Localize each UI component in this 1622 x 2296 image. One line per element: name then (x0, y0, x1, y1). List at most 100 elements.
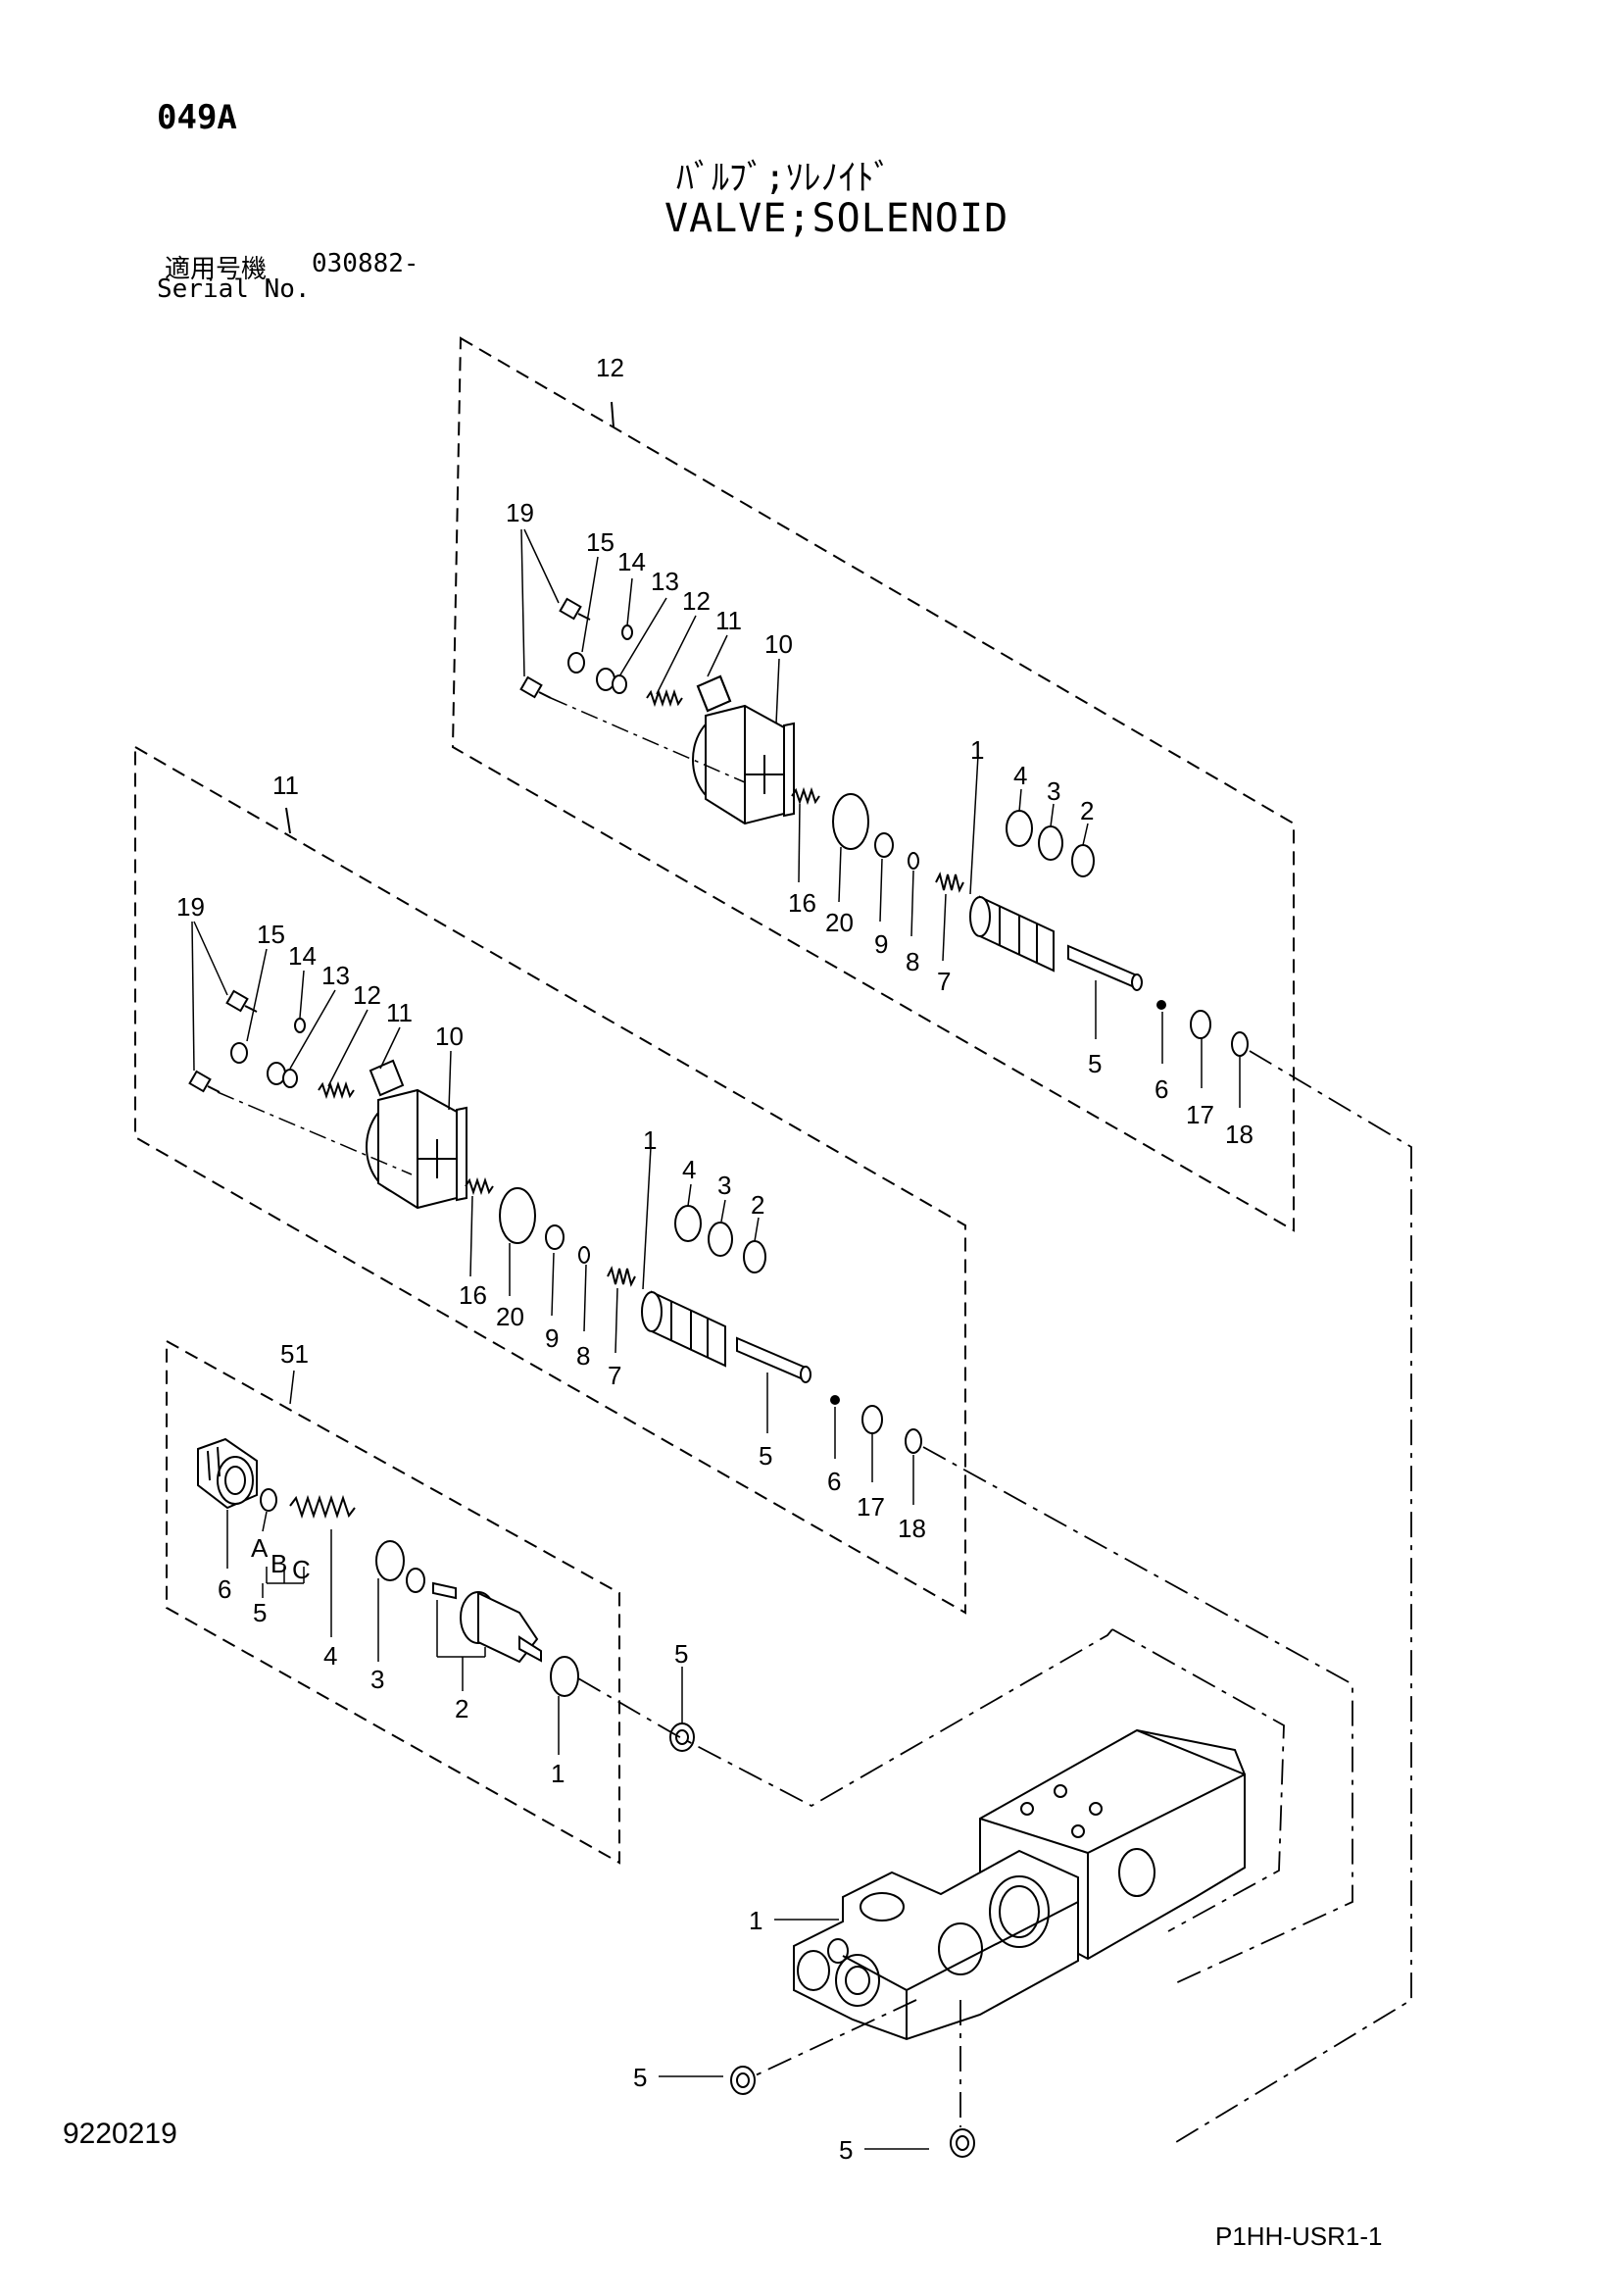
callout-17: 17 (1186, 1100, 1214, 1129)
washer-15 (230, 1042, 248, 1064)
callout-14: 14 (288, 941, 317, 971)
spring-7 (935, 872, 964, 893)
ring-8 (578, 1246, 590, 1264)
callout-4: 4 (323, 1641, 337, 1671)
ball-6 (830, 1395, 840, 1405)
assembly-group-51 (166, 1339, 1285, 1932)
valve-body-1 (659, 1728, 1246, 2150)
callout-14: 14 (617, 547, 646, 576)
washer-2a (406, 1568, 425, 1593)
connector-11 (696, 674, 732, 713)
callout-13: 13 (321, 961, 350, 990)
callout-2: 2 (1080, 796, 1094, 825)
sheet-code: P1HH-USR1-1 (1215, 2221, 1383, 2251)
callout-19: 19 (506, 498, 534, 527)
serial-label-japanese: 適用号機 (165, 255, 268, 284)
snap-ring-18 (905, 1428, 922, 1454)
oring-3 (708, 1222, 733, 1257)
solenoid-coil-10 (366, 1059, 467, 1210)
poppet-2 (432, 1581, 542, 1664)
solenoid-coil-10 (692, 674, 795, 825)
oring-20 (832, 793, 869, 850)
spool-5 (736, 1336, 811, 1383)
callout-18: 18 (898, 1514, 926, 1543)
snap-ring-18 (1231, 1031, 1249, 1057)
callout-2: 2 (751, 1190, 764, 1220)
seat-1 (550, 1656, 579, 1697)
oring-20 (499, 1187, 536, 1244)
plug-5 (669, 1722, 695, 1752)
plug-6 (197, 1437, 258, 1510)
figure-number: 9220219 (63, 2118, 177, 2150)
bolt-19-lower (188, 1070, 221, 1093)
callout-7: 7 (608, 1361, 621, 1390)
washer-15 (567, 652, 585, 674)
callout-3: 3 (717, 1171, 731, 1200)
assembly-group-12 (451, 336, 1412, 2143)
callout-2: 2 (455, 1694, 468, 1723)
callout-c: C (292, 1555, 311, 1584)
oring-4 (674, 1205, 702, 1242)
washer-9 (874, 832, 894, 858)
shim-a (260, 1488, 277, 1512)
group-51-boundary (166, 1339, 620, 1865)
oring-3 (1038, 825, 1063, 861)
callout-18: 18 (1225, 1120, 1253, 1149)
callout-8: 8 (576, 1341, 590, 1371)
callout-3: 3 (1047, 776, 1060, 806)
callout-4: 4 (1013, 761, 1027, 790)
title-japanese: ﾊﾞﾙﾌﾞ;ｿﾚﾉｲﾄﾞ (676, 158, 892, 198)
callout-6: 6 (1155, 1074, 1168, 1104)
callout-11: 11 (386, 998, 413, 1027)
sleeve-1 (641, 1290, 726, 1368)
callout-body-5a: 5 (633, 2063, 647, 2092)
callout-12: 12 (682, 586, 711, 616)
callout-6: 6 (827, 1467, 841, 1496)
nut-13 (267, 1062, 298, 1088)
serial-number-value: 030882- (312, 249, 419, 278)
callout-5: 5 (759, 1441, 772, 1471)
plate-17 (861, 1405, 883, 1434)
bolt-19-upper (559, 597, 591, 621)
spring-16 (791, 786, 820, 806)
callout-a: A (251, 1533, 269, 1563)
callout-1: 1 (643, 1125, 657, 1155)
callout-body-1: 1 (749, 1906, 762, 1935)
oring-4 (1006, 810, 1033, 847)
callout-9: 9 (874, 929, 888, 959)
oring-2 (743, 1240, 766, 1273)
callout-19: 19 (176, 892, 205, 922)
callout-body-5b: 5 (839, 2135, 853, 2165)
spring-16 (465, 1176, 494, 1196)
oring-14 (621, 624, 633, 640)
ring-8 (908, 852, 919, 870)
callout-10: 10 (764, 629, 793, 659)
plug-5-body-a (730, 2066, 756, 2095)
callout-group-11: 11 (272, 771, 299, 800)
callout-20: 20 (825, 908, 854, 937)
washer-9 (545, 1224, 565, 1250)
callout-6: 6 (218, 1574, 231, 1604)
assembly-group-11 (134, 745, 1353, 1986)
callout-1: 1 (551, 1759, 565, 1788)
callout-group-51: 51 (280, 1339, 309, 1369)
page-code: 049A (157, 98, 237, 137)
oring-2 (1071, 844, 1095, 877)
plug-5-body-b (950, 2128, 975, 2158)
callout-5: 5 (1088, 1049, 1102, 1078)
callout-8: 8 (906, 947, 919, 976)
bolt-19-upper (225, 989, 258, 1013)
callout-11: 11 (715, 606, 742, 635)
group-12-boundary (451, 336, 1295, 1232)
nut-13 (596, 668, 627, 694)
page-title: VALVE;SOLENOID (664, 196, 1009, 241)
callout-4: 4 (682, 1155, 696, 1184)
callout-13: 13 (651, 567, 679, 596)
oring-14 (294, 1018, 306, 1033)
callout-5-plug: 5 (674, 1639, 688, 1669)
callout-7: 7 (937, 967, 951, 996)
callout-10: 10 (435, 1022, 464, 1051)
spool-5 (1067, 944, 1143, 991)
oring-3 (375, 1540, 405, 1581)
